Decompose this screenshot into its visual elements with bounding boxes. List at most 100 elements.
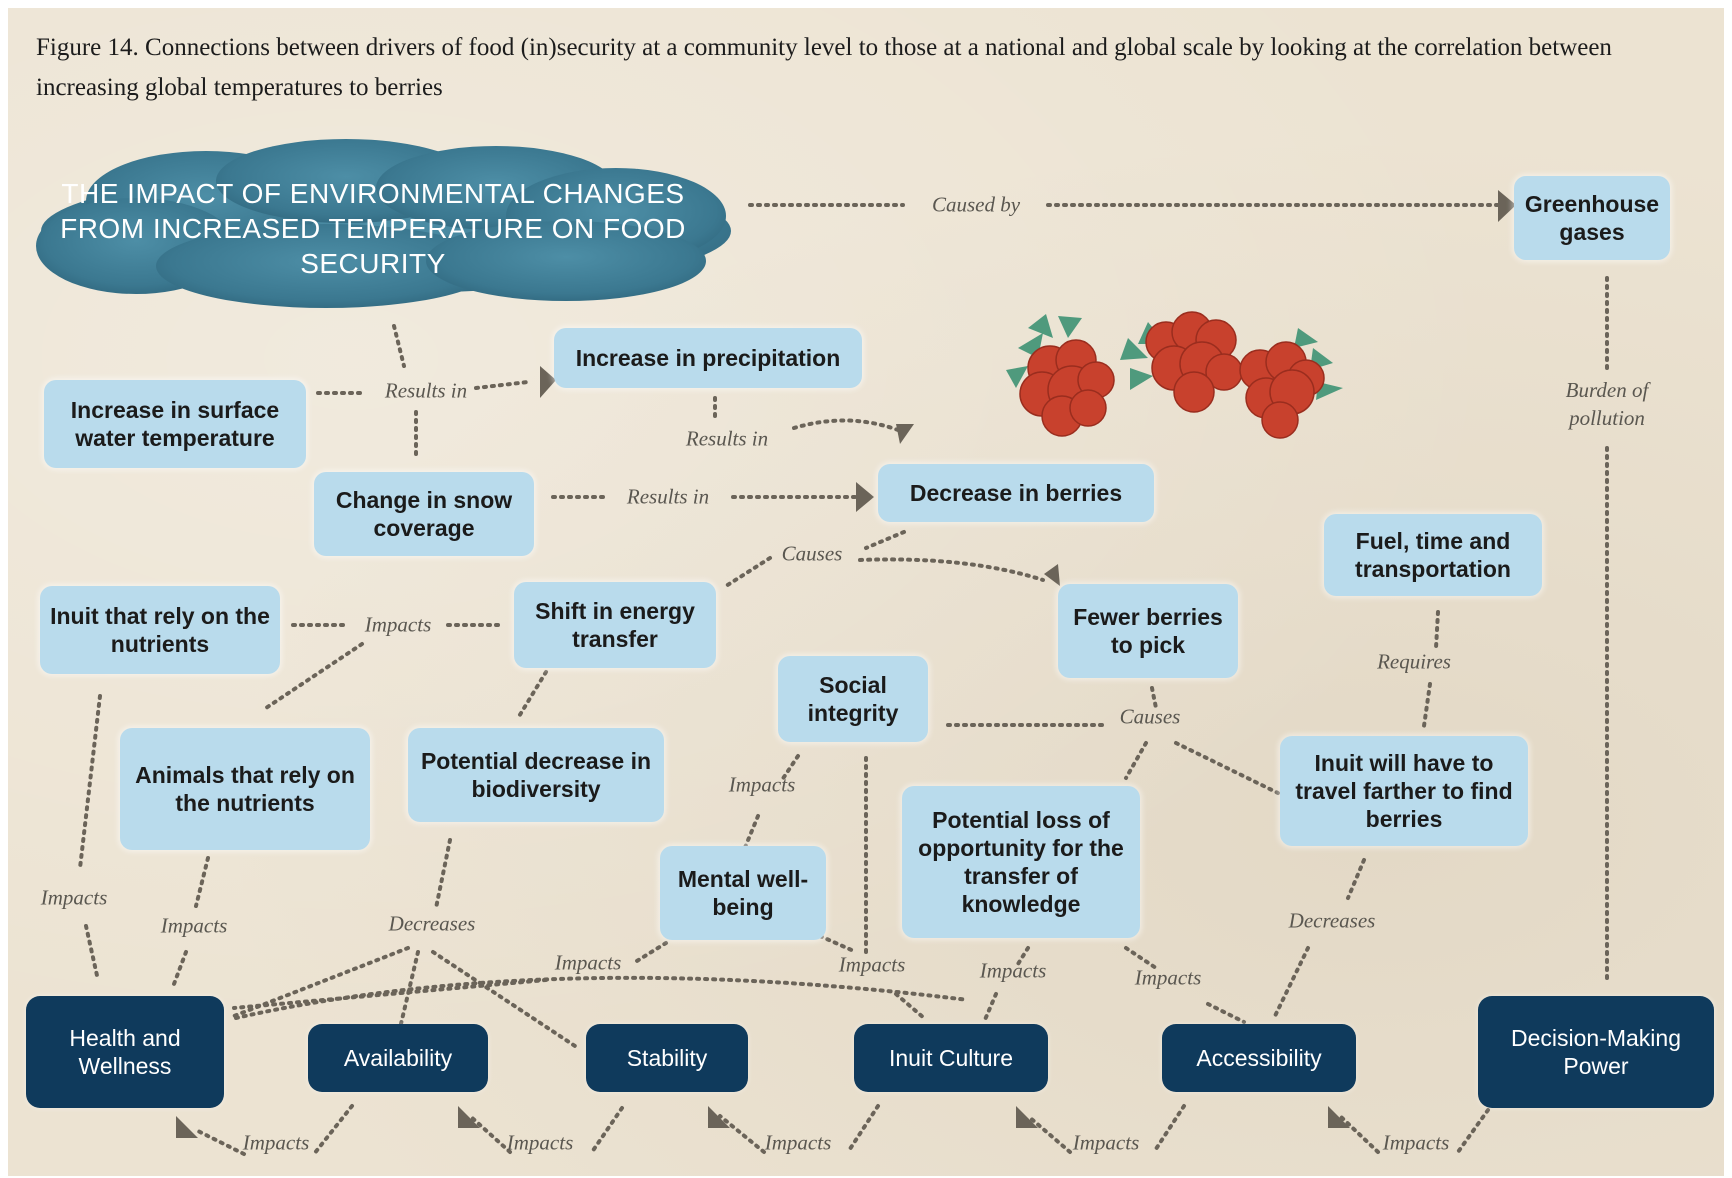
node-fewer-berries-to-pick: Fewer berries to pick	[1058, 584, 1238, 678]
diagram-title: THE IMPACT OF ENVIRONMENTAL CHANGES FROM…	[60, 178, 686, 279]
link-stab-impacts	[590, 1106, 624, 1154]
link-culture-impacts	[846, 1104, 880, 1154]
link-decreases-stab	[431, 950, 580, 1050]
link-mental-impacts6	[818, 934, 858, 954]
figure-caption: Figure 14. Connections between drivers o…	[36, 34, 1612, 101]
label-impacts-b3: Impacts	[764, 1130, 832, 1155]
link-impacts-stab-b	[718, 1114, 766, 1154]
node-increase-in-precipitation: Increase in precipitation	[554, 328, 862, 388]
node-animals-rely-on-nutrients: Animals that rely on the nutrients	[120, 728, 370, 850]
link-travel-decreases	[1346, 858, 1366, 900]
node-inuit-travel-farther: Inuit will have to travel farther to fin…	[1280, 736, 1528, 846]
label-decreases-1: Decreases	[388, 911, 476, 936]
node-change-in-snow-coverage: Change in snow coverage	[314, 472, 534, 556]
link-arc-health-culture	[234, 975, 970, 1020]
label-results-in-1: Results in	[384, 378, 468, 403]
link-requires-travel	[1422, 682, 1432, 728]
link-fewer-causes2	[1150, 686, 1158, 710]
arrowhead	[1016, 1106, 1038, 1128]
connector-lines	[78, 190, 1609, 1156]
label-burden: Burden of pollution	[1565, 378, 1649, 430]
link-impacts5-health	[232, 978, 548, 1010]
arrowhead	[856, 482, 874, 512]
label-impacts-6: Impacts	[838, 952, 906, 977]
node-decision-making-power: Decision-Making Power	[1478, 996, 1714, 1108]
label-impacts-1: Impacts	[364, 612, 432, 637]
label-results-in-3: Results in	[626, 484, 710, 509]
link-avail-impacts	[312, 1104, 354, 1156]
label-impacts-b1: Impacts	[242, 1130, 310, 1155]
node-potential-loss-of-knowledge-transfer: Potential loss of opportunity for the tr…	[902, 786, 1140, 938]
cloudberries-illustration	[1006, 311, 1343, 439]
link-impacts4-mental	[742, 814, 760, 852]
link-impacts-avail-b	[468, 1114, 512, 1154]
link-cloud-results1	[392, 324, 406, 368]
label-requires: Requires	[1377, 649, 1451, 674]
node-decrease-in-berries: Decrease in berries	[878, 464, 1154, 522]
diagram-canvas: Figure 14. Connections between drivers o…	[8, 8, 1724, 1176]
link-impacts-access-b	[1338, 1114, 1380, 1154]
link-knowledge-impacts7	[1016, 946, 1030, 966]
link-impacts-health-b	[194, 1128, 246, 1156]
link-causes2-travel	[1174, 741, 1280, 795]
link-berries-causes	[864, 530, 906, 550]
label-results-in-2: Results in	[685, 426, 769, 451]
label-impacts-5: Impacts	[554, 950, 622, 975]
label-causes-2: Causes	[1119, 704, 1181, 729]
node-mental-well-being: Mental well-being	[660, 846, 826, 940]
label-impacts-3: Impacts	[160, 913, 228, 938]
link-results1-precip	[474, 380, 530, 390]
arrowhead	[458, 1106, 480, 1128]
node-shift-in-energy-transfer: Shift in energy transfer	[514, 582, 716, 668]
label-impacts-b5: Impacts	[1382, 1130, 1450, 1155]
arrowhead	[1328, 1106, 1350, 1128]
node-social-integrity: Social integrity	[778, 656, 928, 742]
link-impacts6-culture	[894, 992, 926, 1020]
node-greenhouse-gases: Greenhouse gases	[1514, 176, 1670, 260]
title-cloud	[36, 139, 731, 308]
label-decreases-2: Decreases	[1288, 908, 1376, 933]
label-impacts-4: Impacts	[728, 772, 796, 797]
node-accessibility: Accessibility	[1162, 1024, 1356, 1092]
link-impacts-health	[84, 924, 100, 982]
arrowhead	[896, 424, 914, 444]
link-social-impacts4	[780, 754, 800, 782]
link-decision-impacts	[1456, 1108, 1490, 1154]
node-stability: Stability	[586, 1024, 748, 1092]
link-mental-impacts5	[630, 941, 668, 966]
arrowhead	[540, 366, 556, 398]
node-potential-decrease-in-biodiversity: Potential decrease in biodiversity	[408, 728, 664, 822]
label-impacts-2: Impacts	[40, 885, 108, 910]
node-availability: Availability	[308, 1024, 488, 1092]
link-biodiv-decreases	[434, 838, 452, 910]
node-increase-in-surface-water-temperature: Increase in surface water temperature	[44, 380, 306, 468]
link-impacts2-health	[172, 950, 188, 986]
label-impacts-7: Impacts	[979, 958, 1047, 983]
link-knowledge-impacts8	[1124, 946, 1158, 970]
link-shift-biodiversity	[516, 670, 548, 720]
link-impacts7-culture	[982, 992, 998, 1024]
link-causes2-knowledge	[1124, 741, 1148, 780]
label-causes-1: Causes	[781, 541, 843, 566]
link-causes-fewer	[858, 557, 1045, 582]
arrowhead	[1044, 564, 1060, 586]
arrowhead	[708, 1106, 730, 1128]
node-inuit-culture: Inuit Culture	[854, 1024, 1048, 1092]
link-impacts-culture-b	[1026, 1114, 1072, 1154]
arrowhead	[1498, 190, 1516, 222]
link-causes-shift	[724, 556, 772, 588]
label-impacts-8: Impacts	[1134, 965, 1202, 990]
link-access-impacts	[1152, 1104, 1186, 1154]
node-health-and-wellness: Health and Wellness	[26, 996, 224, 1108]
arrowhead	[176, 1116, 198, 1138]
link-fuel-requires	[1434, 610, 1440, 650]
label-impacts-b2: Impacts	[506, 1130, 574, 1155]
link-animals-impacts	[194, 856, 210, 908]
label-impacts-b4: Impacts	[1072, 1130, 1140, 1155]
link-impacts8-access	[1206, 1002, 1246, 1024]
link-inuit-health	[78, 694, 102, 870]
link-results2-berries	[792, 418, 900, 432]
link-decreases-health	[232, 946, 410, 1018]
link-impacts-animals	[264, 642, 364, 710]
label-caused-by: Caused by	[931, 192, 1021, 217]
